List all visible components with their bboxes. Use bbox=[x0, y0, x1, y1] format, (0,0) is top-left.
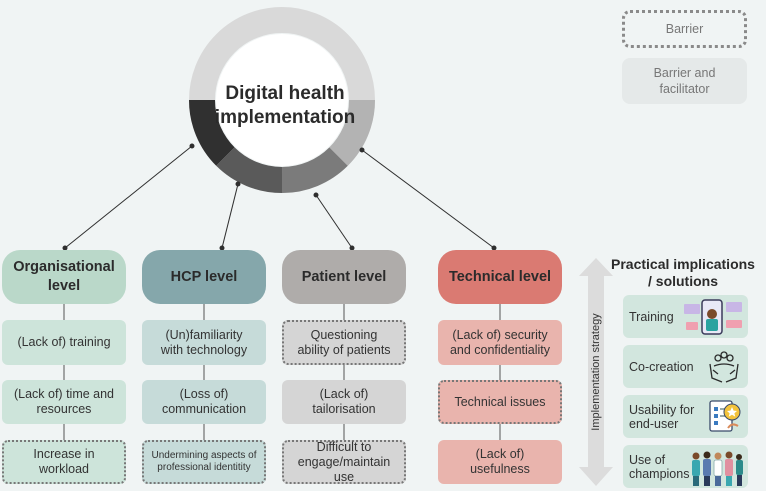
implication-co-creation: Co-creation bbox=[623, 345, 748, 388]
cell-technical-2: Technical issues bbox=[438, 380, 562, 424]
ring-dark-segment bbox=[188, 99, 235, 166]
header-hcp: HCP level bbox=[142, 250, 266, 304]
center-circle bbox=[216, 34, 348, 166]
center-ring bbox=[188, 7, 376, 194]
connector-technical bbox=[361, 149, 495, 249]
connector-patient bbox=[315, 194, 353, 249]
connector-organisational bbox=[64, 145, 193, 249]
column-lines bbox=[63, 304, 501, 440]
ring-light-gray-segment bbox=[329, 99, 376, 166]
ring-medium-segment bbox=[281, 147, 348, 194]
connector-dot bbox=[189, 143, 195, 149]
implications-title: Practical implications / solutions bbox=[611, 256, 755, 289]
header-patient: Patient level bbox=[282, 250, 406, 304]
ring-medium-dark-segment bbox=[216, 147, 283, 194]
center-title: Digital health implementation bbox=[214, 83, 356, 128]
implementation-strategy-label: Implementation strategy bbox=[590, 313, 602, 431]
cell-patient-2: (Lack of)tailorisation bbox=[282, 380, 406, 424]
connector-dot bbox=[313, 192, 319, 198]
header-technical: Technical level bbox=[438, 250, 562, 304]
cell-hcp-2: (Loss of)communication bbox=[142, 380, 266, 424]
hands-people-icon bbox=[709, 351, 739, 383]
checklist-star-icon bbox=[709, 400, 741, 432]
implementation-strategy-arrow bbox=[579, 258, 613, 486]
phone-training-icon bbox=[684, 299, 742, 335]
cell-organisational-1: (Lack of) training bbox=[2, 320, 126, 365]
implication-training: Training bbox=[623, 295, 748, 338]
connector-dot bbox=[359, 147, 365, 153]
connector-dot bbox=[235, 181, 241, 187]
connector-hcp bbox=[221, 183, 239, 249]
legend-barrier: Barrier bbox=[622, 10, 747, 48]
cell-technical-3: (Lack of)usefulness bbox=[438, 440, 562, 484]
team-people-icon bbox=[692, 451, 743, 486]
